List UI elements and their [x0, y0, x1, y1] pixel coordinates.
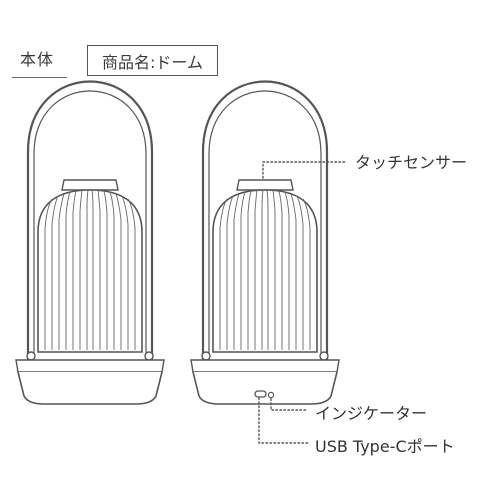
usb-port-leader — [258, 397, 309, 444]
usb-port-icon — [254, 390, 267, 398]
section-label: 本体 — [20, 50, 55, 69]
touch-sensor-leader — [262, 161, 346, 179]
lamp-left — [14, 80, 166, 406]
indicator-label: インジケーター — [315, 404, 428, 423]
section-underline — [12, 77, 67, 78]
lamp-right — [189, 80, 341, 406]
product-name-box: 商品名:ドーム — [87, 45, 218, 76]
indicator-leader — [270, 398, 309, 411]
touch-sensor-label: タッチセンサー — [355, 153, 468, 172]
usb-port-label: USB Type-Cポート — [315, 437, 455, 456]
indicator-light-icon — [267, 391, 275, 399]
